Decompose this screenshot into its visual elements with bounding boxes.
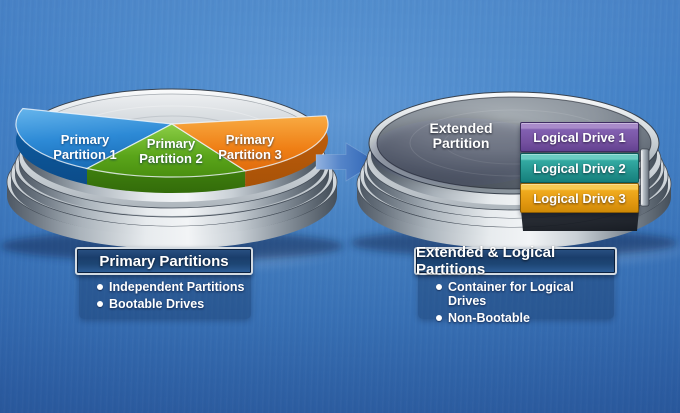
wedge-1-top [15, 107, 175, 170]
wedge-label-line: Partition 1 [53, 147, 117, 162]
bullet-icon [436, 315, 442, 321]
logical-drive-2-label: Logical Drive 2 [533, 160, 626, 176]
wedge-2-top [85, 123, 247, 178]
bullet-icon [436, 284, 442, 290]
logical-drive-1-bar: Logical Drive 1 [520, 122, 639, 152]
right-disk [350, 91, 678, 257]
logical-drive-2-bar: Logical Drive 2 [520, 153, 639, 183]
list-item: Container for Logical Drives [436, 280, 614, 308]
rim-notch [640, 148, 650, 207]
wedge-label-primary-partition-1: Primary Partition 1 [23, 132, 147, 162]
wedge-label-line: Primary [225, 132, 275, 147]
extended-logical-panel: Container for Logical Drives Non-Bootabl… [418, 270, 614, 325]
bullet-text: Bootable Drives [109, 297, 205, 311]
extended-partition-label: Extended Partition [391, 121, 531, 151]
primary-partitions-panel: Independent Partitions Bootable Drives [79, 270, 251, 319]
wedge-2-side [87, 168, 246, 194]
wedge-label-line: Primary [60, 132, 110, 147]
wedge-3-top [170, 115, 329, 172]
extended-logical-title: Extended & Logical Partitions [416, 244, 556, 278]
logical-drive-3-label: Logical Drive 3 [533, 190, 626, 206]
bullet-text: Container for Logical Drives [448, 280, 574, 308]
logical-drive-3-bar: Logical Drive 3 [520, 183, 639, 213]
primary-partition-wedges [15, 107, 329, 194]
wedge-label-line: Partition 2 [139, 151, 203, 166]
logical-drive-1-label: Logical Drive 1 [533, 129, 626, 145]
wedge-label-line: Primary [146, 136, 196, 151]
primary-partitions-header: Primary Partitions [75, 247, 253, 275]
wedge-label-line: Partition 3 [218, 147, 282, 162]
extended-logical-header: Extended & Logical Partitions [414, 244, 617, 278]
list-item: Non-Bootable [436, 311, 614, 325]
primary-partitions-title: Primary Partitions [99, 252, 229, 270]
wedge-label-primary-partition-3: Primary Partition 3 [188, 132, 312, 162]
wedge-3-side [245, 115, 329, 187]
surface-label-line: Partition [432, 135, 490, 151]
bullet-text: Non-Bootable [448, 311, 530, 325]
list-item: Bootable Drives [97, 297, 251, 311]
bullet-icon [97, 284, 103, 290]
list-item: Independent Partitions [97, 280, 251, 294]
left-disk [0, 88, 344, 261]
wedge-1-side [15, 108, 87, 185]
surface-label-line: Extended [429, 120, 493, 136]
wedge-label-primary-partition-2: Primary Partition 2 [109, 136, 233, 166]
bullet-icon [97, 301, 103, 307]
bullet-text: Independent Partitions [109, 280, 245, 294]
